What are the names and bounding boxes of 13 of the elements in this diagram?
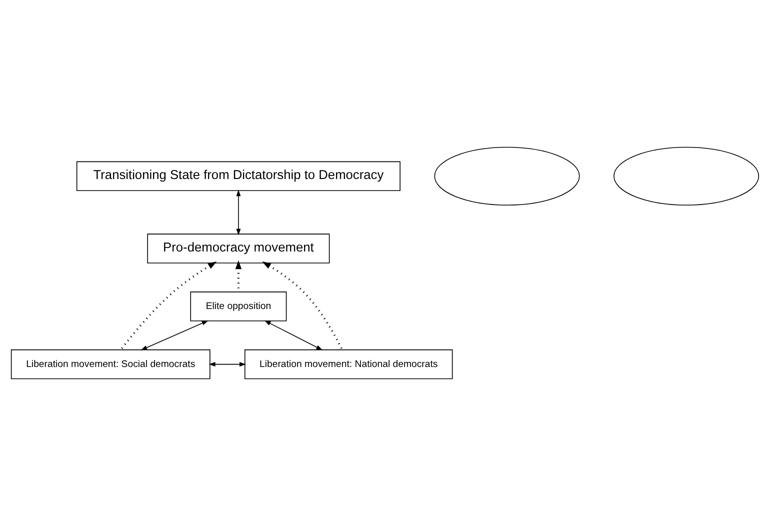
arrow xyxy=(264,320,323,350)
arrow xyxy=(120,261,217,350)
node-box: Elite opposition xyxy=(190,292,287,322)
node-box: Liberation movement: National democrats xyxy=(244,349,453,380)
node-ellipse xyxy=(614,146,760,206)
node-box: Pro-democracy movement xyxy=(147,234,330,264)
arrow xyxy=(140,320,208,350)
arrow xyxy=(262,261,344,350)
node-box: Liberation movement: Social democrats xyxy=(10,349,210,380)
node-box: Transitioning State from Dictatorship to Democracy xyxy=(76,161,400,192)
arrow xyxy=(208,362,246,367)
arrow xyxy=(236,190,241,236)
node-ellipse xyxy=(434,146,580,206)
